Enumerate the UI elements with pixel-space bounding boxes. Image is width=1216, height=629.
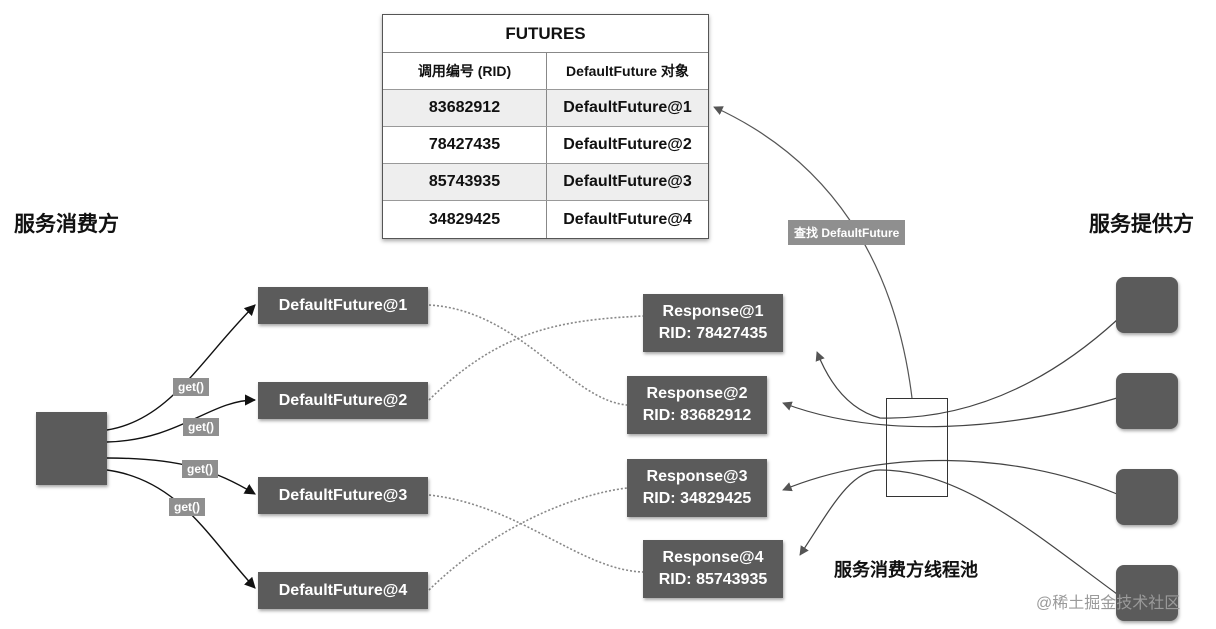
futures-table-title: FUTURES <box>383 15 708 53</box>
default-future-box-3: DefaultFuture@3 <box>258 477 428 514</box>
response-rid: RID: 78427435 <box>658 325 768 342</box>
lookup-arrow <box>713 106 913 399</box>
get-call-label-3: get() <box>182 460 218 478</box>
get-call-label-2: get() <box>183 418 219 436</box>
thread-pool-box <box>886 398 948 497</box>
provider-curve-1 <box>815 319 1118 419</box>
future3-response4-link <box>428 494 644 573</box>
rid-cell: 34829425 <box>383 201 547 238</box>
table-row: 85743935 DefaultFuture@3 <box>383 164 708 201</box>
get-call-label-4: get() <box>169 498 205 516</box>
response-name: Response@3 <box>646 468 748 485</box>
response-name: Response@2 <box>646 385 748 402</box>
get-arrow-1 <box>106 304 256 431</box>
response-box-1: Response@1 RID: 78427435 <box>643 294 783 352</box>
response-rid: RID: 34829425 <box>642 490 752 507</box>
provider-title: 服务提供方 <box>1089 213 1194 236</box>
table-row: 83682912 DefaultFuture@1 <box>383 90 708 127</box>
response-rid: RID: 85743935 <box>658 571 768 588</box>
get-call-label-1: get() <box>173 378 209 396</box>
provider-node-1 <box>1116 277 1178 333</box>
rid-cell: 85743935 <box>383 164 547 200</box>
table-row: 78427435 DefaultFuture@2 <box>383 127 708 164</box>
futures-table-header: 调用编号 (RID) DefaultFuture 对象 <box>383 53 708 90</box>
get-arrow-4 <box>106 469 256 589</box>
future2-response1-link <box>428 315 644 401</box>
watermark: @稀土掘金技术社区 <box>1036 595 1181 612</box>
get-arrow-2 <box>106 394 257 443</box>
thread-pool-title: 服务消费方线程池 <box>834 560 978 580</box>
table-row: 34829425 DefaultFuture@4 <box>383 201 708 238</box>
provider-curve-3 <box>782 459 1118 495</box>
get-arrow-3 <box>106 457 256 495</box>
future-column-header: DefaultFuture 对象 <box>566 63 689 79</box>
consumer-title: 服务消费方 <box>14 213 119 236</box>
rid-cell: 83682912 <box>383 90 547 126</box>
lookup-label: 查找 DefaultFuture <box>788 220 906 245</box>
response-box-4: Response@4 RID: 85743935 <box>643 540 783 598</box>
provider-curve-2 <box>782 397 1118 428</box>
consumer-node <box>36 412 107 485</box>
response-name: Response@4 <box>662 549 764 566</box>
response-box-2: Response@2 RID: 83682912 <box>627 376 767 434</box>
provider-node-2 <box>1116 373 1178 429</box>
future-cell: DefaultFuture@4 <box>563 210 692 228</box>
futures-table: FUTURES 调用编号 (RID) DefaultFuture 对象 8368… <box>382 14 709 239</box>
provider-curve-4 <box>799 469 1118 595</box>
default-future-box-2: DefaultFuture@2 <box>258 382 428 419</box>
response-rid: RID: 83682912 <box>642 407 752 424</box>
default-future-box-4: DefaultFuture@4 <box>258 572 428 609</box>
future-cell: DefaultFuture@3 <box>563 173 692 190</box>
provider-node-4 <box>1116 565 1178 621</box>
response-box-3: Response@3 RID: 34829425 <box>627 459 767 517</box>
provider-node-3 <box>1116 469 1178 525</box>
future4-response3-link <box>428 487 628 591</box>
rid-column-header: 调用编号 (RID) <box>383 53 547 89</box>
rid-cell: 78427435 <box>383 127 547 163</box>
future1-response2-link <box>428 304 628 406</box>
future-cell: DefaultFuture@1 <box>563 99 692 116</box>
response-name: Response@1 <box>662 303 764 320</box>
future-cell: DefaultFuture@2 <box>563 136 692 153</box>
default-future-box-1: DefaultFuture@1 <box>258 287 428 324</box>
